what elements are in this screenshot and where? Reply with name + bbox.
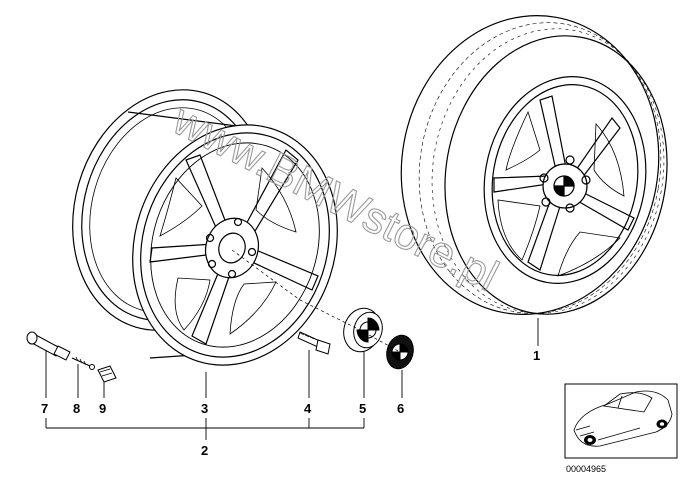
reference-number: 00004965 (566, 464, 606, 474)
callout-5: 5 (359, 401, 366, 416)
callout-3: 3 (201, 401, 208, 416)
callout-6: 6 (397, 401, 404, 416)
callout-9: 9 (99, 401, 106, 416)
callout-2: 2 (201, 443, 208, 458)
valve-part-7[interactable] (26, 331, 71, 361)
wheel-bolt-part-4[interactable] (297, 331, 331, 355)
emblem-part-6[interactable] (383, 332, 417, 372)
callout-1: 1 (533, 348, 540, 363)
leader-lines (45, 249, 539, 440)
valve-cap-part-9[interactable] (97, 365, 117, 383)
car-thumbnail (564, 383, 678, 459)
callout-8: 8 (73, 401, 80, 416)
rim-part-3[interactable] (45, 67, 368, 392)
callout-7: 7 (41, 401, 48, 416)
complete-wheel-part-1[interactable] (378, 0, 686, 335)
hub-cap-part-5[interactable] (339, 304, 386, 356)
callouts: 1 2 3 4 5 6 7 8 9 (41, 348, 540, 458)
callout-4: 4 (304, 401, 312, 416)
valve-insert-part-8[interactable] (71, 356, 95, 370)
